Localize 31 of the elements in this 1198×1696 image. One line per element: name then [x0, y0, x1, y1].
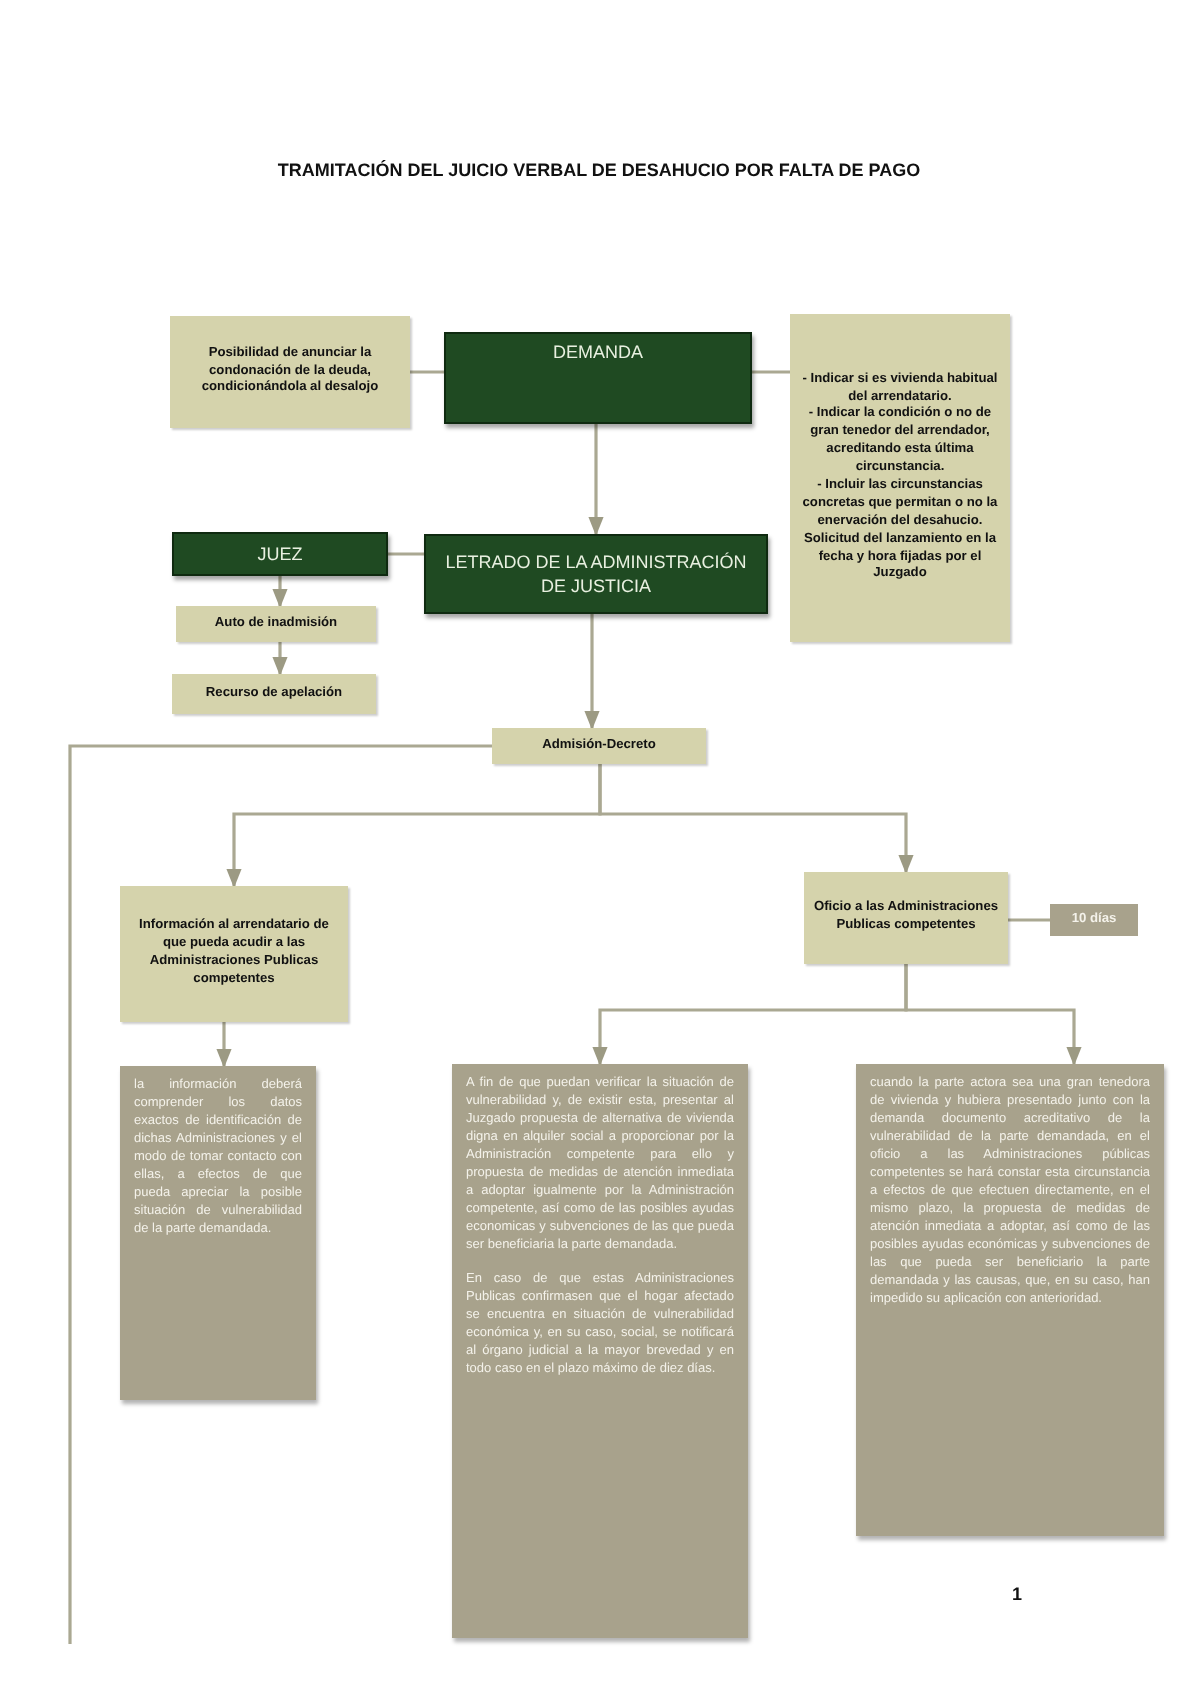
- step-box: [120, 886, 348, 1022]
- step-box: [176, 606, 376, 642]
- step-box: [804, 872, 1008, 964]
- box-title: DEMANDA: [550, 340, 645, 365]
- note-box: [120, 1066, 316, 1400]
- connector-line: [752, 370, 790, 374]
- step-box: [170, 316, 410, 428]
- connector-line: [1008, 918, 1050, 922]
- connector-arrow: [598, 764, 914, 874]
- process-box: [444, 332, 752, 424]
- connector-line: [388, 552, 424, 556]
- connector-arrow: [272, 576, 288, 608]
- connector-arrow: [272, 642, 288, 676]
- process-box: [172, 532, 388, 576]
- diagram-title: TRAMITACIÓN DEL JUICIO VERBAL DE DESAHUCIO POR FALTA DE PAGO: [275, 160, 923, 180]
- box-title: JUEZ: [255, 541, 305, 567]
- box-title: LETRADO DE LA ADMINISTRACIÓN DE JUSTICIA: [443, 549, 749, 599]
- connector-arrow: [904, 964, 1082, 1066]
- duration-box: [1050, 904, 1138, 936]
- connector-arrow: [584, 614, 600, 730]
- step-box: [172, 674, 376, 714]
- connector-line: [410, 370, 444, 374]
- step-box: [790, 314, 1010, 642]
- page-number: 1: [1012, 1584, 1023, 1604]
- process-box: [424, 534, 768, 614]
- connector-arrow: [588, 424, 604, 536]
- step-box: [492, 728, 706, 764]
- connector-arrow: [216, 1022, 232, 1068]
- connector-line: [68, 744, 492, 1644]
- note-box: [856, 1064, 1164, 1536]
- note-box: [452, 1064, 748, 1638]
